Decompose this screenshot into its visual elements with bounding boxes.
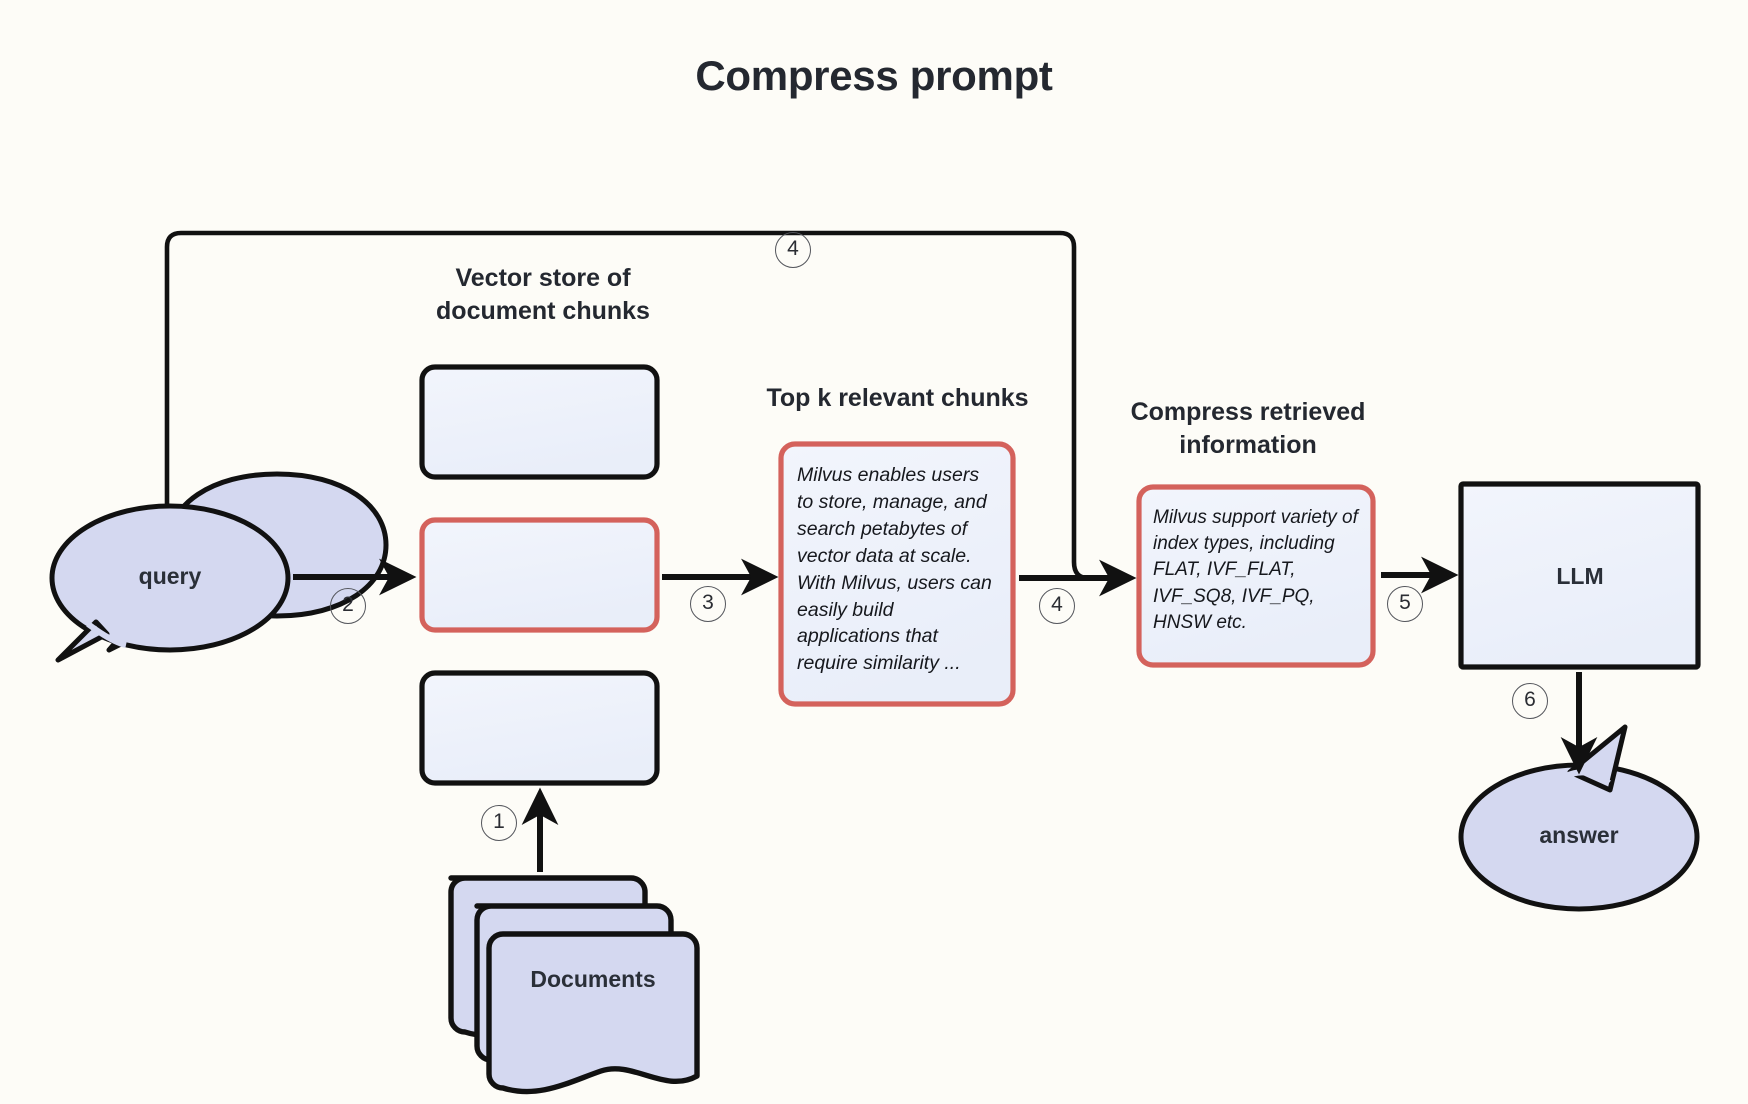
vector-chunk-box-1 [419, 364, 660, 480]
vector-chunk-box-2-selected [419, 517, 660, 633]
step-badge-2: 2 [330, 588, 366, 624]
answer-label: answer [1539, 822, 1619, 848]
vector-chunk-box-3 [419, 670, 660, 786]
query-bubble-ellipse [49, 503, 291, 653]
step-badge-4-merge: 4 [1039, 588, 1075, 624]
query-bubble-tail-cover [86, 621, 127, 648]
compressed-chunk-text: Milvus support variety of index types, i… [1153, 507, 1358, 633]
step-badge-1: 1 [481, 805, 517, 841]
step-badge-6: 6 [1512, 683, 1548, 719]
documents-label: Documents [530, 966, 656, 992]
compressed-info-box [1136, 484, 1376, 668]
llm-label: LLM [1556, 563, 1604, 589]
step-badge-4-feedback: 4 [775, 232, 811, 268]
query-label: query [138, 563, 202, 589]
topk-chunk-text: Milvus enables users to store, manage, a… [797, 464, 992, 675]
step-badge-3: 3 [690, 586, 726, 622]
heading-vector-store: Vector store of document chunks [436, 264, 650, 326]
heading-topk-chunks: Top k relevant chunks [766, 384, 1029, 412]
heading-compress: Compress retrieved information [1130, 398, 1366, 460]
llm-box [1458, 481, 1701, 670]
document-sheet-front [486, 931, 700, 1095]
topk-chunk-box [778, 441, 1016, 707]
feedback-line-query-to-compress [164, 230, 1121, 581]
page-title: Compress prompt [695, 52, 1053, 99]
step-badge-5: 5 [1387, 586, 1423, 622]
